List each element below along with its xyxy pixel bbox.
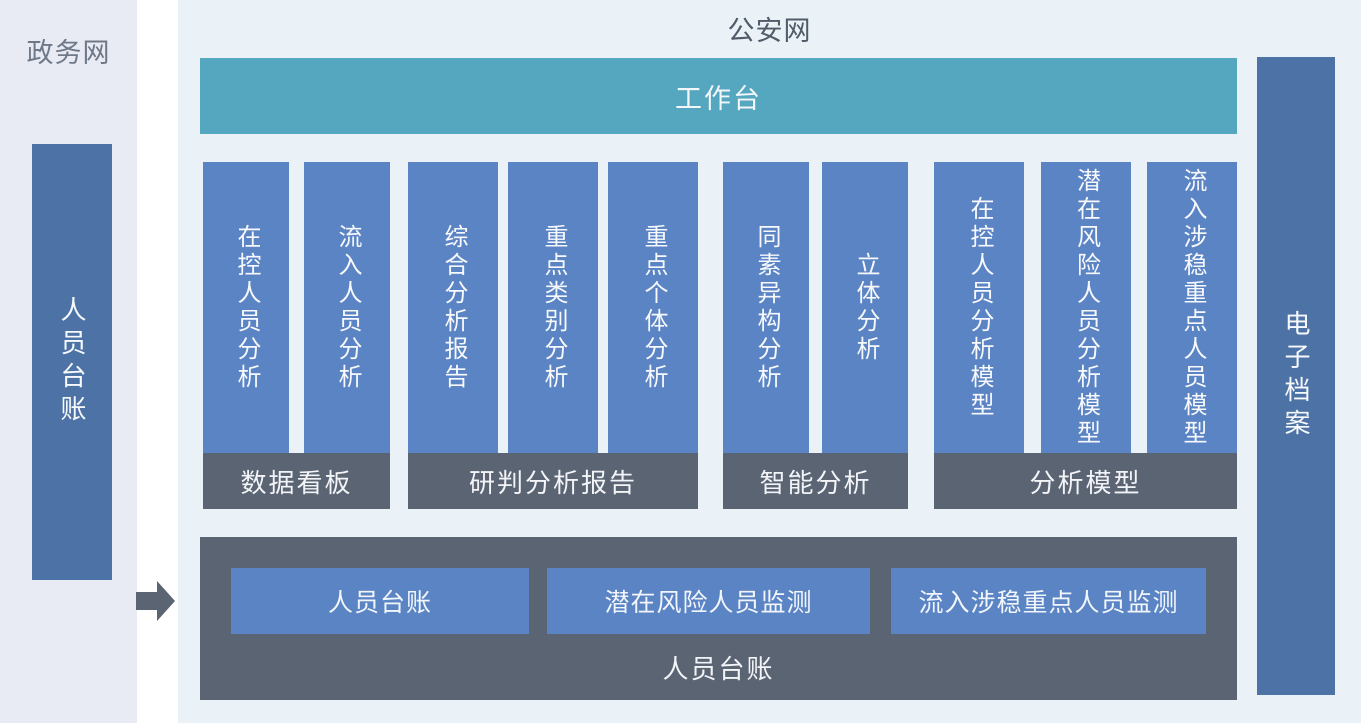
- group-label-text: 数据看板: [240, 467, 353, 498]
- module-bar-label: 潜在风险人员分析模型: [1072, 167, 1100, 448]
- group-data-dashboard-bars: 在控人员分析 流入人员分析: [203, 162, 390, 453]
- workbench-bar: 工作台: [200, 58, 1237, 134]
- group-label-text: 分析模型: [1029, 467, 1142, 498]
- electronic-archive-bar-label: 电子档案: [1281, 310, 1311, 442]
- group-label-text: 智能分析: [759, 467, 872, 498]
- government-network-panel: 政务网 人员台账: [0, 0, 137, 723]
- module-bar-label: 重点个体分析: [640, 223, 667, 392]
- module-bar-label: 流入人员分析: [334, 223, 361, 392]
- flow-right-arrow-icon: [136, 581, 175, 621]
- module-bar: 重点类别分析: [508, 162, 598, 453]
- government-network-title: 政务网: [26, 38, 111, 68]
- module-bar: 流入人员分析: [304, 162, 390, 453]
- group-label: 数据看板: [203, 453, 390, 509]
- module-bar: 流入涉稳重点人员模型: [1147, 162, 1237, 453]
- group-intelligent-analysis-bars: 同素异构分析 立体分析: [723, 162, 908, 453]
- module-bar: 综合分析报告: [408, 162, 498, 453]
- personnel-ledger-side-bar-label: 人员台账: [57, 296, 87, 428]
- group-data-dashboard: 在控人员分析 流入人员分析 数据看板: [203, 162, 390, 509]
- module-bar: 重点个体分析: [608, 162, 698, 453]
- group-label: 研判分析报告: [408, 453, 698, 509]
- workbench-bar-label: 工作台: [675, 83, 762, 114]
- group-label: 智能分析: [723, 453, 908, 509]
- group-analysis-models: 在控人员分析模型 潜在风险人员分析模型 流入涉稳重点人员模型 分析模型: [934, 162, 1237, 509]
- module-bar: 在控人员分析模型: [934, 162, 1024, 453]
- police-network-panel: 公安网 工作台 在控人员分析 流入人员分析 数据看板 综合分析报告: [178, 0, 1361, 723]
- group-label-text: 研判分析报告: [468, 467, 637, 498]
- module-bar: 同素异构分析: [723, 162, 809, 453]
- module-bar-label: 在控人员分析模型: [966, 195, 993, 420]
- group-analysis-models-bars: 在控人员分析模型 潜在风险人员分析模型 流入涉稳重点人员模型: [934, 162, 1237, 453]
- module-bar: 立体分析: [822, 162, 908, 453]
- module-bar: 在控人员分析: [203, 162, 289, 453]
- potential-risk-monitoring-block: 潜在风险人员监测: [547, 568, 870, 634]
- group-label: 分析模型: [934, 453, 1237, 509]
- personnel-ledger-side-bar: 人员台账: [32, 144, 112, 580]
- personnel-ledger-box-label: 人员台账: [662, 654, 775, 684]
- module-bar-label: 立体分析: [852, 251, 879, 364]
- group-analysis-reports-bars: 综合分析报告 重点类别分析 重点个体分析: [408, 162, 698, 453]
- module-bar-label: 流入涉稳重点人员模型: [1179, 167, 1206, 448]
- police-network-title: 公安网: [727, 16, 812, 46]
- electronic-archive-bar: 电子档案: [1257, 57, 1335, 695]
- module-bar-label: 重点类别分析: [540, 223, 567, 392]
- module-bar-label: 在控人员分析: [233, 223, 260, 392]
- group-analysis-reports: 综合分析报告 重点类别分析 重点个体分析 研判分析报告: [408, 162, 698, 509]
- personnel-ledger-block: 人员台账: [231, 568, 529, 634]
- personnel-ledger-box: 人员台账 潜在风险人员监测 流入涉稳重点人员监测 人员台账: [200, 537, 1237, 700]
- inflow-key-person-monitoring-block: 流入涉稳重点人员监测: [891, 568, 1206, 634]
- module-bar: 潜在风险人员分析模型: [1040, 162, 1131, 453]
- module-bar-label: 同素异构分析: [753, 223, 780, 392]
- module-bar-label: 综合分析报告: [440, 223, 467, 392]
- group-intelligent-analysis: 同素异构分析 立体分析 智能分析: [723, 162, 908, 509]
